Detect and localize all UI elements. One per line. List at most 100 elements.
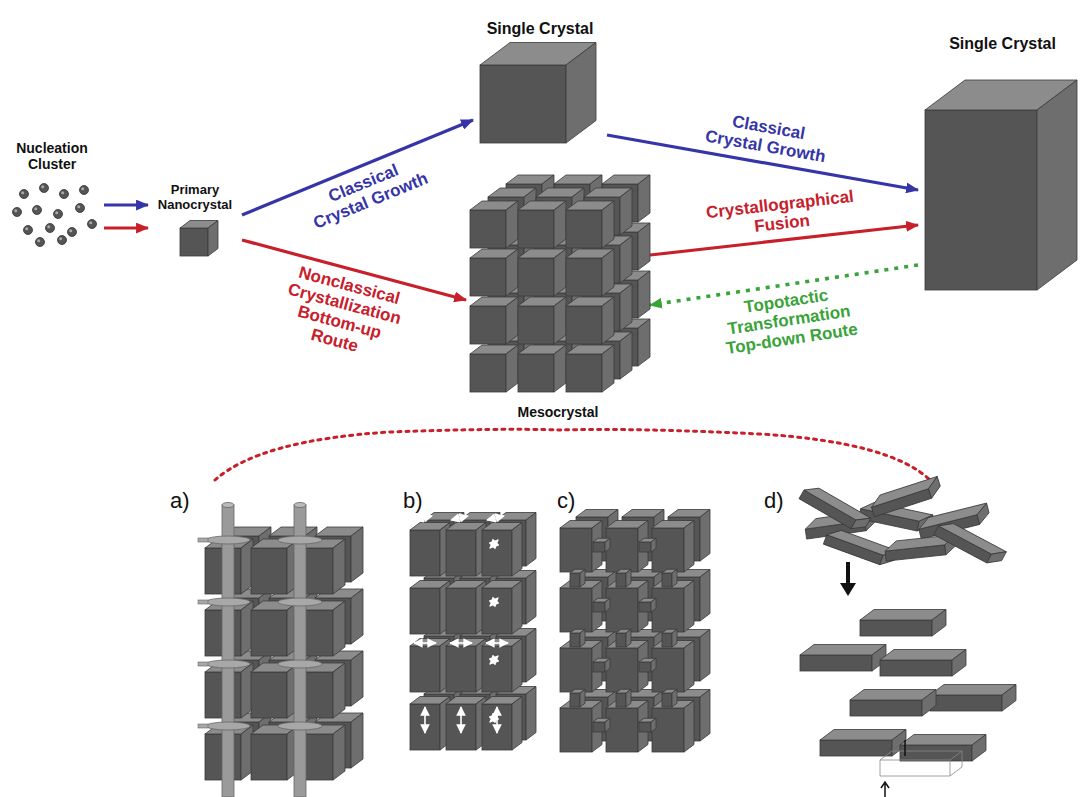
cube-side <box>506 345 518 392</box>
cube-side <box>638 175 650 222</box>
dot <box>77 205 80 208</box>
cube-face <box>482 588 512 634</box>
cube-side <box>638 223 650 270</box>
cube-side <box>700 570 710 622</box>
disc <box>278 722 322 730</box>
mesocrystal-a <box>198 503 363 797</box>
panel-letter: c) <box>557 488 575 514</box>
cube-face <box>446 704 476 750</box>
polarity-arrow <box>490 656 498 664</box>
cube-face <box>616 573 626 587</box>
cube-face <box>652 588 684 632</box>
dot <box>47 225 50 228</box>
mesocrystal-c <box>560 510 710 753</box>
cube-side <box>506 201 518 248</box>
cube-face <box>639 602 651 612</box>
disc <box>206 598 250 606</box>
cube-face <box>470 210 506 248</box>
cube-face <box>925 110 1037 290</box>
cube-side <box>626 629 631 647</box>
polarity-arrow <box>414 642 436 644</box>
cube-face <box>880 660 952 676</box>
cube-face <box>251 734 287 780</box>
dot <box>24 226 33 235</box>
cube-face <box>662 573 672 587</box>
cube-side <box>333 601 345 656</box>
crystal-node: Single Crystal <box>475 20 605 145</box>
cube-face <box>606 708 638 752</box>
crystal-node: Mesocrystal <box>468 170 648 420</box>
cube-side <box>922 690 936 717</box>
rod-end <box>222 503 234 508</box>
cube-face <box>482 530 512 576</box>
cube-top <box>930 685 1016 696</box>
cube-face <box>606 648 638 692</box>
dot <box>88 220 97 229</box>
cube-side <box>638 271 650 318</box>
panel-letter: b) <box>403 488 423 514</box>
cube-face <box>470 306 506 344</box>
mesocrystal-b <box>410 513 536 751</box>
cube-face <box>560 648 592 692</box>
polarity-arrow <box>490 598 498 606</box>
cube-side <box>554 249 566 296</box>
plate <box>198 600 208 604</box>
cube-side <box>975 503 991 524</box>
cube-face <box>180 228 208 256</box>
dot <box>60 190 69 199</box>
cube-side <box>684 521 694 573</box>
cube-side <box>620 188 632 235</box>
cube-top <box>860 610 946 621</box>
cube-face <box>518 258 554 296</box>
cube-side <box>926 476 943 498</box>
cube-face <box>560 588 592 632</box>
polarity-arrow <box>486 642 508 644</box>
cube-face <box>518 306 554 344</box>
cube-side <box>651 718 656 732</box>
dot <box>13 208 22 217</box>
polarity-arrow <box>496 707 498 733</box>
cube-face <box>251 610 287 656</box>
disc <box>206 722 250 730</box>
cube-side <box>651 598 656 612</box>
cube-side <box>651 538 656 552</box>
cube-side <box>512 523 522 577</box>
dot <box>46 224 55 233</box>
disc <box>278 660 322 668</box>
arrow-label: Topotactic Transformation Top-down Route <box>714 281 865 359</box>
cube-top <box>800 645 886 656</box>
disc <box>206 660 250 668</box>
cube-face <box>566 210 602 248</box>
cube-side <box>684 581 694 633</box>
cube-side <box>602 297 614 344</box>
cube-side <box>506 249 518 296</box>
cube-side <box>952 650 966 677</box>
platelet <box>869 476 943 516</box>
cube-face <box>639 722 651 732</box>
arrow-label: Nonclassical Crystallization Bottom-up R… <box>265 259 419 368</box>
cube-side <box>208 221 218 257</box>
cube-side <box>620 332 632 379</box>
cube-face <box>560 708 592 752</box>
cube-side <box>554 345 566 392</box>
cube-side <box>626 569 631 587</box>
cube-side <box>602 345 614 392</box>
dot <box>54 210 63 219</box>
cube-face <box>446 530 476 576</box>
cube-face <box>566 306 602 344</box>
crystal-node: Single Crystal <box>920 35 1085 295</box>
dot <box>81 187 84 190</box>
panel-letter: a) <box>170 488 190 514</box>
cube-face <box>593 662 605 672</box>
cube-face <box>593 602 605 612</box>
cube-face <box>860 620 932 636</box>
cube-face <box>482 704 512 750</box>
plate <box>198 724 208 728</box>
cube-side <box>526 571 536 625</box>
cube-side <box>672 629 677 647</box>
cube-face <box>652 528 684 572</box>
cube-side <box>638 319 650 366</box>
cube-face <box>518 354 554 392</box>
cube-side <box>1037 80 1077 290</box>
